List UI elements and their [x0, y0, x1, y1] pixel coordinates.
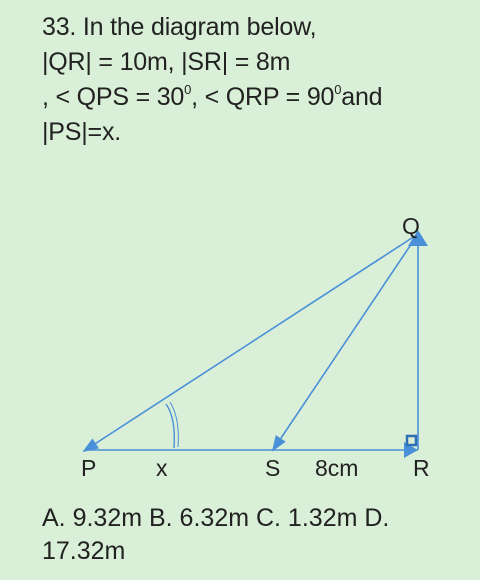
answer-line-2: 17.32m	[42, 537, 126, 565]
and-text: and	[341, 83, 383, 111]
line-qs	[271, 233, 419, 452]
label-sr-length: 8cm	[315, 455, 358, 481]
angle-arc-p-inner	[169, 401, 179, 448]
angle-qps-text: , < QPS = 30	[42, 83, 185, 111]
question-line-1: 33. In the diagram below,	[42, 13, 317, 41]
line-qp	[82, 233, 419, 453]
question-line-4: |PS|=x.	[42, 118, 121, 146]
label-x: x	[156, 455, 168, 481]
answer-line-1: A. 9.32m B. 6.32m C. 1.32m D.	[42, 504, 390, 532]
degree-superscript-2: 0	[334, 82, 342, 97]
question-line-2: |QR| = 10m, |SR| = 8m	[42, 48, 291, 76]
angle-qrp-text: , < QRP = 90	[191, 83, 335, 111]
question-line-3: , < QPS = 300, < QRP = 900and	[42, 80, 462, 115]
label-s: S	[265, 455, 280, 481]
answer-options: A. 9.32m B. 6.32m C. 1.32m D. 17.32m	[42, 502, 452, 568]
label-q: Q	[402, 213, 420, 239]
right-angle-marker	[405, 434, 418, 447]
vertex-q-arrow	[408, 230, 428, 246]
label-r: R	[413, 455, 430, 481]
degree-superscript-1: 0	[184, 82, 192, 97]
label-p: P	[81, 455, 96, 481]
question-text: 33. In the diagram below, |QR| = 10m, |S…	[42, 10, 462, 150]
angle-arc-p	[165, 403, 176, 449]
